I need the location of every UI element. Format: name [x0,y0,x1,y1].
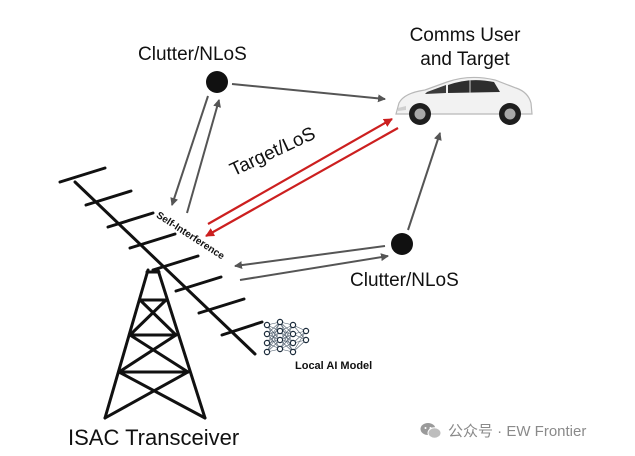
local-ai-model-label: Local AI Model [295,360,373,372]
transceiver-tower [103,268,207,420]
los-paths [205,118,399,237]
watermark-text: 公众号 · EW Frontier [448,423,587,440]
watermark: 公众号 · EW Frontier [420,420,586,441]
isac-transceiver-label: ISAC Transceiver [68,425,240,450]
clutter-right-label: Clutter/NLoS [350,270,459,291]
clutter-node-top [206,71,228,93]
antenna-array [58,166,264,356]
wechat-icon [420,422,442,439]
clutter-node-right [391,233,413,255]
neural-network-icon [263,318,310,356]
comms-user-line2: and Target [420,49,510,70]
comms-user-line1: Comms User [409,25,521,46]
comms-user-label: Comms User and Target [390,24,540,72]
car-icon [395,76,533,125]
clutter-top-label: Clutter/NLoS [138,44,247,65]
nlos-paths [170,83,442,281]
